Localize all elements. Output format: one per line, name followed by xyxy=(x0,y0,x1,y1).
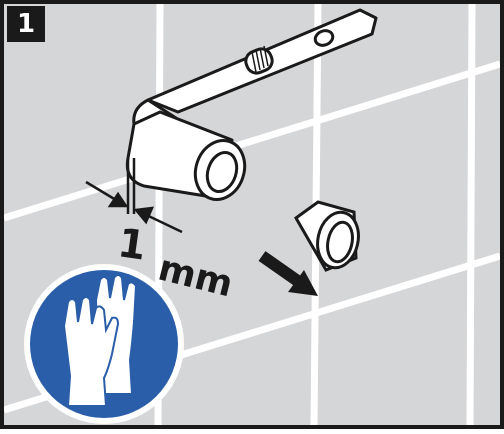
cover-cap xyxy=(294,200,360,272)
step-number-badge: 1 xyxy=(7,6,45,42)
dimension-marker xyxy=(85,158,183,234)
protective-gloves-icon xyxy=(24,264,184,424)
arrow-down-right-icon xyxy=(258,251,318,296)
shower-bracket xyxy=(125,8,378,201)
